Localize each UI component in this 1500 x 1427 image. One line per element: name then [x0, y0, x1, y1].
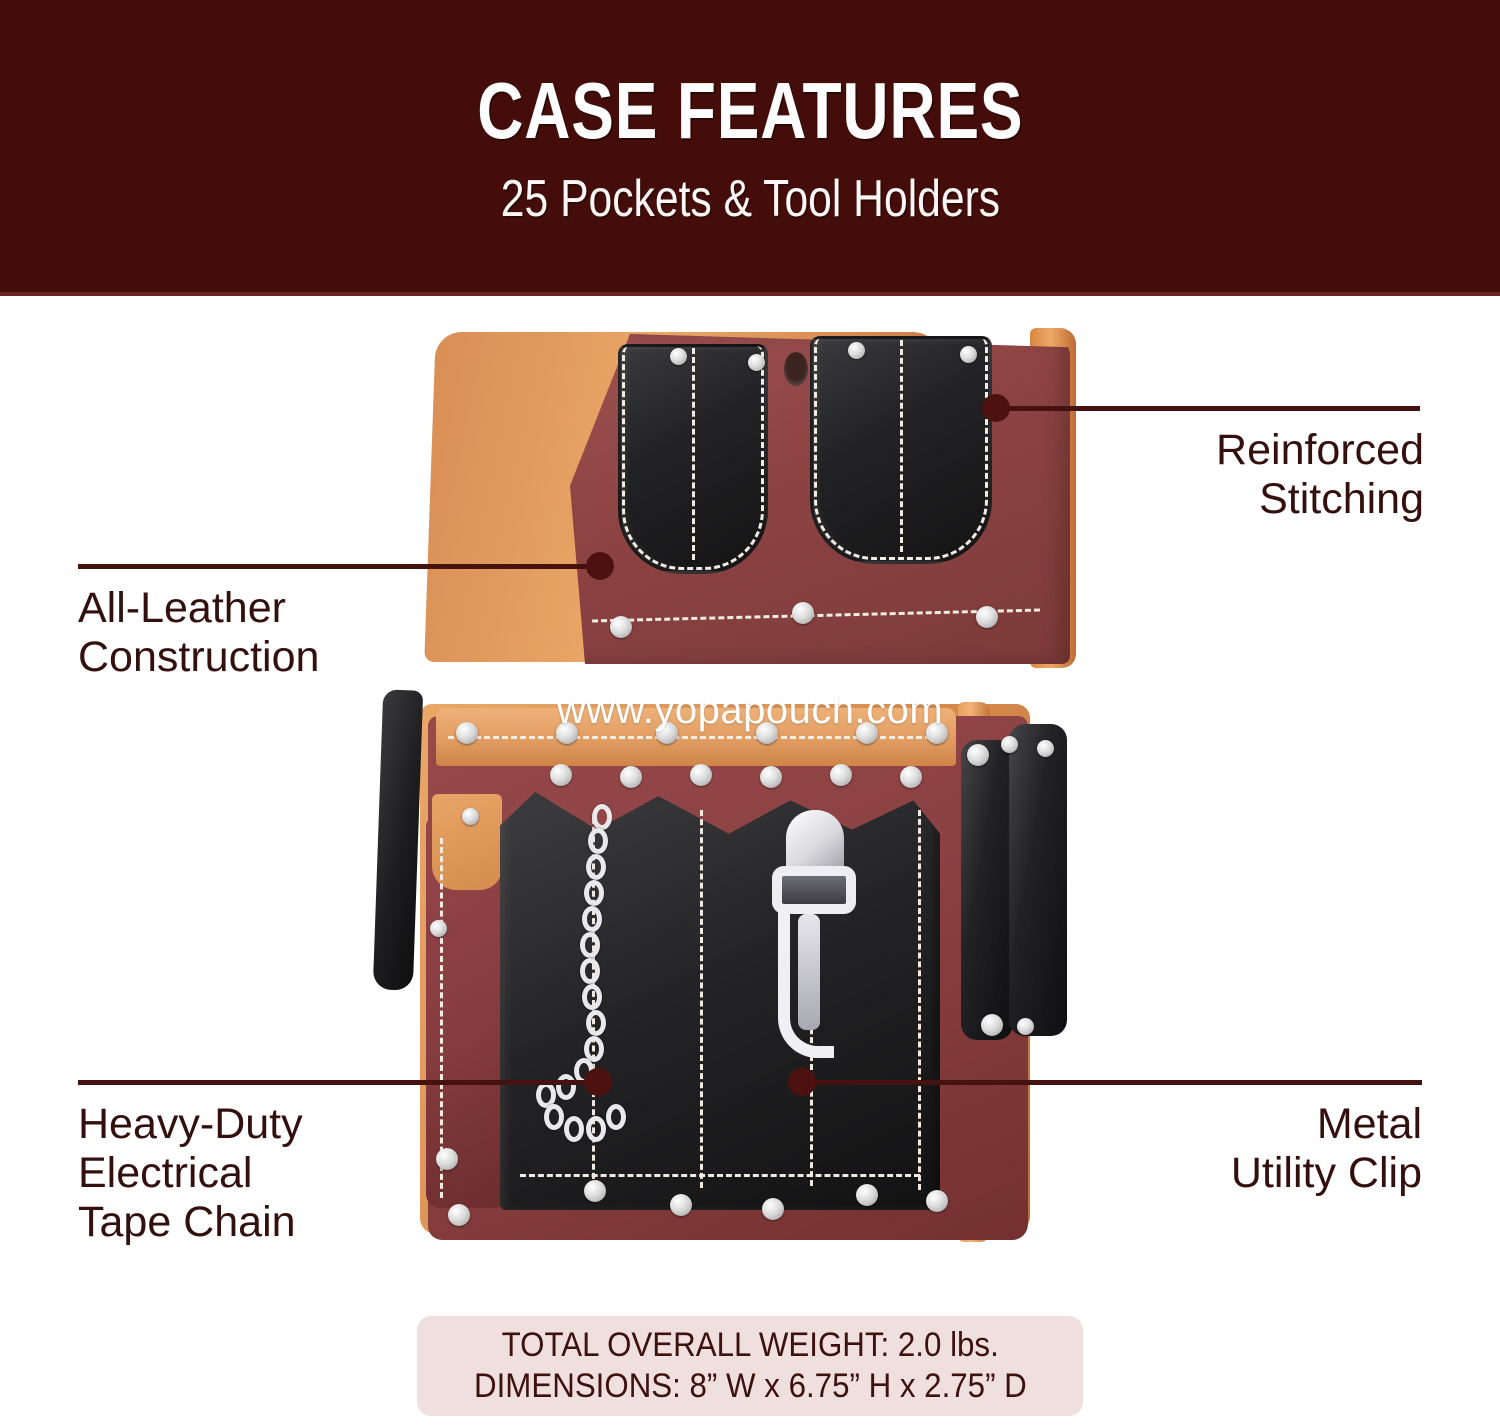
chain-link	[584, 1036, 604, 1062]
rivet	[584, 1180, 606, 1202]
body-top-stitch	[448, 736, 940, 739]
flap-pocket-left-stitch	[622, 346, 764, 570]
rivet	[967, 744, 989, 766]
chain-link	[544, 1104, 564, 1130]
rivet	[436, 1148, 458, 1170]
specifications-box: TOTAL OVERALL WEIGHT: 2.0 lbs. DIMENSION…	[417, 1316, 1083, 1416]
rivet	[856, 1184, 878, 1206]
chain-link	[588, 828, 608, 854]
spec-weight-line: TOTAL OVERALL WEIGHT: 2.0 lbs.	[501, 1325, 999, 1364]
metal-utility-clip	[750, 810, 870, 1090]
product-image	[370, 318, 1110, 1278]
rivet	[1037, 740, 1054, 757]
rivet	[760, 766, 782, 788]
flap-pocket-right-stitch	[814, 338, 988, 560]
rivet	[1001, 736, 1018, 753]
chain-link	[556, 1074, 576, 1100]
chain-link	[582, 984, 602, 1010]
pocket-divider-stitch	[700, 810, 703, 1188]
rivet	[848, 342, 865, 359]
callout-label-metal-utility-clip: Metal Utility Clip	[1230, 1100, 1422, 1198]
rivet	[430, 920, 447, 937]
callout-label-reinforced-stitching: Reinforced Stitching	[1216, 426, 1424, 524]
callout-line-metal-utility-clip	[800, 1080, 1422, 1085]
rivet	[670, 1194, 692, 1216]
callout-label-tape-chain: Heavy-Duty Electrical Tape Chain	[78, 1100, 303, 1247]
chain-link	[592, 804, 612, 830]
rivet	[462, 808, 479, 825]
rivet	[1017, 1018, 1034, 1035]
rivet	[556, 722, 578, 744]
rivet	[926, 722, 948, 744]
callout-line-reinforced-stitching	[1000, 406, 1420, 411]
flap-pocket-right-divider-stitch	[900, 340, 903, 552]
rivet	[690, 764, 712, 786]
page-title: CASE FEATURES	[476, 66, 1024, 155]
rivet	[762, 1198, 784, 1220]
header-banner: CASE FEATURES 25 Pockets & Tool Holders	[0, 0, 1500, 296]
left-tool-tube	[372, 689, 424, 991]
side-tool-loop	[961, 740, 1013, 1040]
rivet	[620, 766, 642, 788]
rivet	[960, 346, 977, 363]
callout-dot-reinforced-stitching	[982, 394, 1010, 422]
callout-line-tape-chain	[78, 1080, 608, 1085]
rivet	[792, 602, 814, 624]
rivet	[748, 354, 765, 371]
electrical-tape-chain	[530, 804, 650, 1204]
chain-link	[564, 1116, 584, 1142]
side-tool-loop	[1009, 724, 1067, 1036]
pocket-bottom-stitch	[520, 1174, 920, 1177]
rivet	[981, 1014, 1003, 1036]
rivet	[610, 616, 632, 638]
rivet	[670, 348, 687, 365]
rivet	[856, 722, 878, 744]
callout-dot-all-leather-construction	[586, 552, 614, 580]
clip-swivel-head	[786, 810, 844, 874]
side-tool-loops	[955, 718, 1085, 1048]
rivet	[656, 722, 678, 744]
chain-link	[582, 906, 602, 932]
flap-grommet-hole	[784, 352, 808, 386]
chain-link	[586, 1116, 606, 1142]
chain-link	[584, 880, 604, 906]
rivet	[456, 722, 478, 744]
rivet	[550, 764, 572, 786]
rivet	[926, 1190, 948, 1212]
left-pocket-stitch	[440, 838, 443, 1198]
callout-label-all-leather-construction: All-Leather Construction	[78, 584, 320, 682]
chain-link	[580, 932, 600, 958]
banner-underline	[0, 292, 1500, 296]
clip-hook-gate	[798, 914, 820, 1030]
callout-dot-tape-chain	[584, 1068, 612, 1096]
callout-dot-metal-utility-clip	[788, 1068, 816, 1096]
spec-dimensions-line: DIMENSIONS: 8” W x 6.75” H x 2.75” D	[473, 1367, 1027, 1405]
chain-link	[580, 958, 600, 984]
pocket-divider-stitch	[918, 810, 921, 1190]
rivet	[976, 606, 998, 628]
rivet	[448, 1204, 470, 1226]
chain-link	[606, 1104, 626, 1130]
chain-link	[586, 1010, 606, 1036]
rivet	[756, 722, 778, 744]
chain-link	[586, 854, 606, 880]
callout-line-all-leather-construction	[78, 564, 600, 569]
clip-ring	[772, 866, 856, 914]
page-subtitle: 25 Pockets & Tool Holders	[500, 170, 1000, 228]
flap-pocket-left-divider-stitch	[692, 348, 695, 560]
rivet	[900, 766, 922, 788]
rivet	[830, 764, 852, 786]
